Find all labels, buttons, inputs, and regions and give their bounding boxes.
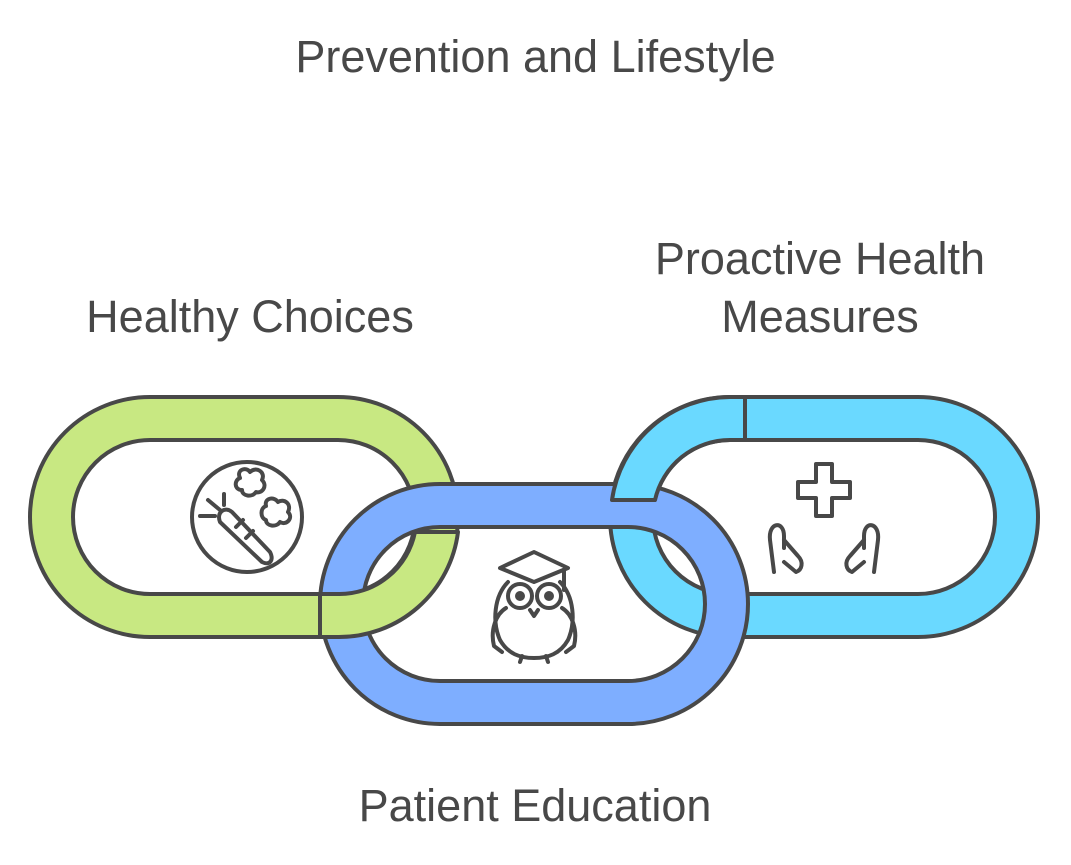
chain-link-healthy-choices-overlap xyxy=(318,530,460,640)
patient-education-label: Patient Education xyxy=(358,780,712,831)
owl-graduation-cap-icon xyxy=(490,550,578,664)
diagram-title: Prevention and Lifestyle xyxy=(295,31,776,82)
chain-link-proactive-health-overlap xyxy=(610,395,747,502)
chain-link-patient-education xyxy=(318,482,750,726)
carrot-vegetables-icon xyxy=(190,460,304,574)
chain-link-patient-education-body xyxy=(318,482,750,726)
proactive-health-label: Proactive Health Measures xyxy=(600,230,1040,346)
proactive-health-label-line-1: Proactive Health xyxy=(654,233,986,284)
hands-medical-cross-icon xyxy=(767,462,881,574)
healthy-choices-label: Healthy Choices xyxy=(86,291,414,342)
proactive-health-label-line-2: Measures xyxy=(721,291,919,342)
